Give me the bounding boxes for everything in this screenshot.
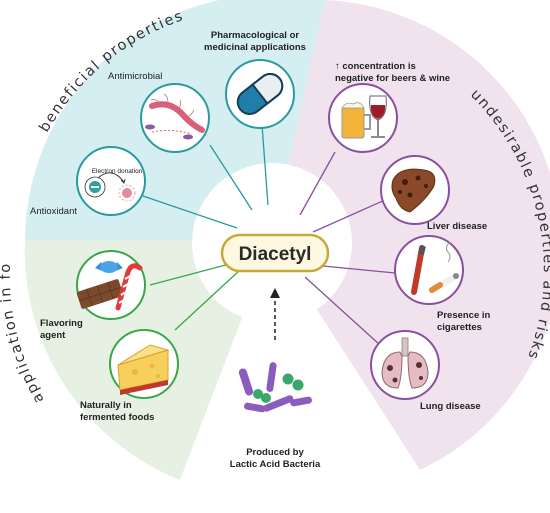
label-flavoring-1: Flavoring	[40, 318, 83, 329]
cigarettes-node	[394, 235, 464, 305]
label-flavoring-2: agent	[40, 330, 66, 341]
bacterium-icon	[149, 101, 205, 133]
label-liver: Liver disease	[427, 221, 487, 232]
trachea-icon	[401, 337, 409, 357]
lung-node	[370, 330, 440, 400]
connector-liver	[312, 199, 386, 233]
label-beer-1: ↑ concentration is	[335, 61, 416, 72]
label-fermented-1: Naturally in	[80, 400, 132, 411]
acceptor-molecule-icon	[122, 188, 132, 198]
connector-antioxidant	[139, 194, 238, 229]
center-label: Diacetyl	[239, 244, 312, 265]
pharma-node	[225, 59, 295, 129]
label-beer-2: negative for beers & wine	[335, 73, 450, 84]
center-pill	[220, 233, 330, 273]
label-cigarettes-1: Presence in	[437, 310, 491, 321]
connector-beer	[299, 151, 336, 216]
connector-antimicrobial	[209, 144, 253, 211]
connector-cigarettes	[312, 264, 396, 274]
connector-pharma	[261, 124, 269, 206]
label-fermented-2: fermented foods	[80, 412, 154, 423]
label-cigarettes-2: cigarettes	[437, 322, 482, 333]
candy-cane-icon	[115, 263, 143, 311]
connector-lung	[304, 276, 381, 346]
connector-flavoring	[149, 261, 238, 286]
lung-right-icon	[407, 351, 429, 389]
e-cigarette-icon	[411, 245, 425, 295]
label-antimicrobial: Antimicrobial	[108, 71, 162, 82]
beer-wine-node	[328, 83, 398, 153]
beer-glass-icon	[341, 107, 365, 139]
connector-fermented	[174, 269, 241, 331]
lactic-bacteria-icon	[238, 362, 312, 413]
antioxidant-node: Electron donation	[76, 146, 146, 216]
label-bacteria-2: Lactic Acid Bacteria	[230, 459, 321, 470]
label-antioxidant: Antioxidant	[30, 206, 77, 217]
label-pharma-2: medicinal applications	[204, 42, 306, 53]
liver-icon	[391, 168, 436, 213]
label-lung: Lung disease	[420, 401, 481, 412]
label-pharma-1: Pharmacological or	[211, 30, 299, 41]
antimicrobial-node	[140, 83, 210, 153]
flavoring-node	[76, 250, 146, 320]
electron-donation-label: Electron donation	[92, 168, 143, 175]
fermented-node	[109, 329, 179, 399]
label-bacteria-1: Produced by	[246, 447, 304, 458]
arrow-head-icon	[270, 288, 280, 298]
liver-node	[380, 155, 450, 225]
